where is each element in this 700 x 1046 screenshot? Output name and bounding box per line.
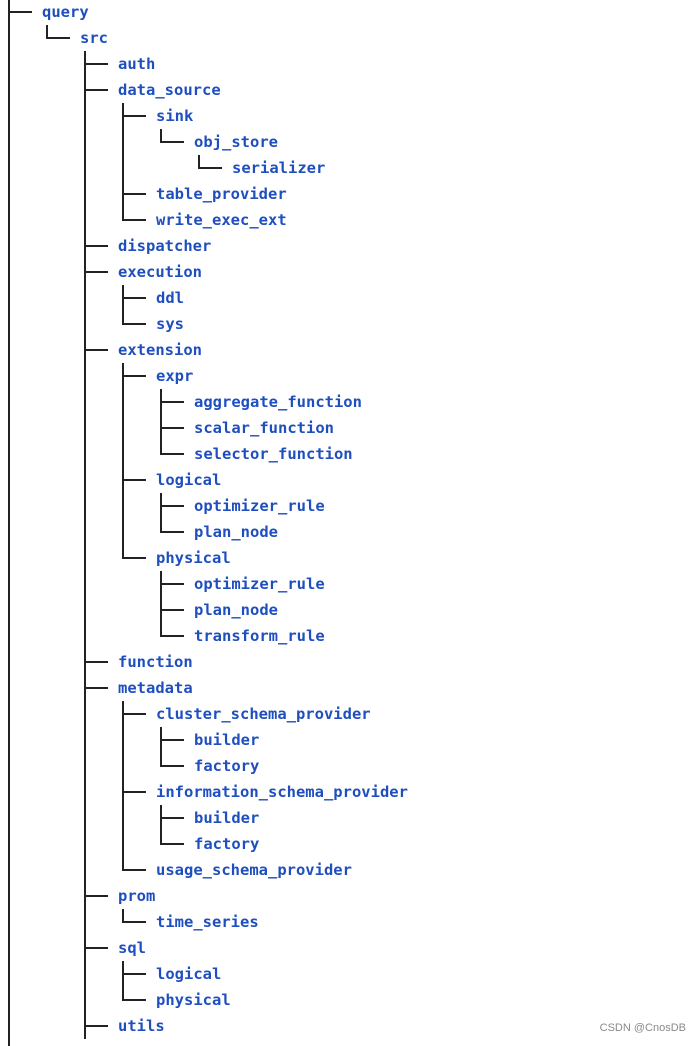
tree-row[interactable]: sql [0, 935, 680, 961]
tree-row[interactable]: metadata [0, 675, 680, 701]
tree-node-label: sink [156, 107, 194, 125]
tree-row[interactable]: data_source [0, 77, 680, 103]
tree-node-label: expr [156, 367, 194, 385]
watermark: CSDN @CnosDB [599, 1022, 686, 1034]
tree-node-label: auth [118, 55, 156, 73]
tree-row[interactable]: factory [0, 753, 680, 779]
tree-row[interactable]: serializer [0, 155, 680, 181]
tree-row[interactable]: plan_node [0, 597, 680, 623]
tree-node-label: data_source [118, 81, 221, 99]
tree-row[interactable]: src [0, 25, 680, 51]
tree-node-label: utils [118, 1017, 165, 1035]
tree-row[interactable]: logical [0, 961, 680, 987]
tree-row[interactable]: execution [0, 259, 680, 285]
tree-row[interactable]: sink [0, 103, 680, 129]
tree-node-label: ddl [156, 289, 184, 307]
tree-node-label: usage_schema_provider [156, 861, 352, 879]
tree-node-label: plan_node [194, 601, 278, 619]
tree-row[interactable]: expr [0, 363, 680, 389]
tree-node-label: logical [156, 471, 222, 489]
tree-row[interactable]: plan_node [0, 519, 680, 545]
tree-node-label: extension [118, 341, 202, 359]
tree-node-label: factory [194, 757, 260, 775]
tree-row[interactable]: table_provider [0, 181, 680, 207]
tree-node-label: logical [156, 965, 222, 983]
tree-row[interactable]: transform_rule [0, 623, 680, 649]
tree-row[interactable]: utils [0, 1013, 680, 1039]
tree-row[interactable]: optimizer_rule [0, 571, 680, 597]
tree-node-label: sql [118, 939, 146, 957]
tree-row[interactable]: auth [0, 51, 680, 77]
tree-row[interactable]: cluster_schema_provider [0, 701, 680, 727]
tree-row[interactable]: extension [0, 337, 680, 363]
tree-node-label: plan_node [194, 523, 278, 541]
tree-row[interactable]: factory [0, 831, 680, 857]
tree-node-label: information_schema_provider [156, 783, 408, 801]
tree-node-label: serializer [232, 159, 326, 177]
tree-node-label: physical [156, 991, 231, 1009]
tree-node-label: optimizer_rule [194, 575, 325, 593]
tree-row[interactable]: query [0, 0, 680, 25]
tree-node-label: optimizer_rule [194, 497, 325, 515]
tree-row[interactable]: builder [0, 727, 680, 753]
tree-guide-line [8, 1039, 10, 1046]
tree-row[interactable]: usage_schema_provider [0, 857, 680, 883]
tree-node-label: time_series [156, 913, 259, 931]
tree-row[interactable]: information_schema_provider [0, 779, 680, 805]
tree-row[interactable]: physical [0, 987, 680, 1013]
tree-node-label: selector_function [194, 445, 353, 463]
tree-node-label: sys [156, 315, 184, 333]
tree-row[interactable]: scalar_function [0, 415, 680, 441]
tree-node-label: builder [194, 731, 260, 749]
tree-node-label: src [80, 29, 108, 47]
tree-row[interactable]: optimizer_rule [0, 493, 680, 519]
tree-node-label: write_exec_ext [156, 211, 287, 229]
tree-node-label: metadata [118, 679, 193, 697]
tree-row[interactable]: logical [0, 467, 680, 493]
tree-row[interactable]: obj_store [0, 129, 680, 155]
tree-node-label: cluster_schema_provider [156, 705, 371, 723]
tree-row[interactable]: selector_function [0, 441, 680, 467]
tree-node-label: factory [194, 835, 260, 853]
tree-row[interactable]: prom [0, 883, 680, 909]
tree-row[interactable]: write_exec_ext [0, 207, 680, 233]
tree-node-label: obj_store [194, 133, 278, 151]
tree-node-label: builder [194, 809, 260, 827]
tree-node-label: table_provider [156, 185, 287, 203]
tree-node-label: dispatcher [118, 237, 212, 255]
tree-node-label: scalar_function [194, 419, 334, 437]
tree-node-label: function [118, 653, 193, 671]
tree-node-label: query [42, 3, 89, 21]
tree-row[interactable]: physical [0, 545, 680, 571]
tree-row[interactable]: function [0, 649, 680, 675]
tree-node-label: prom [118, 887, 156, 905]
tree-row[interactable]: aggregate_function [0, 389, 680, 415]
tree-row[interactable]: ddl [0, 285, 680, 311]
tree-row[interactable]: sys [0, 311, 680, 337]
tree-node-label: transform_rule [194, 627, 325, 645]
tree-row[interactable]: dispatcher [0, 233, 680, 259]
tree-node-label: physical [156, 549, 231, 567]
tree-row[interactable]: builder [0, 805, 680, 831]
tree-row[interactable]: time_series [0, 909, 680, 935]
tree-node-label: aggregate_function [194, 393, 362, 411]
tree-node-label: execution [118, 263, 202, 281]
